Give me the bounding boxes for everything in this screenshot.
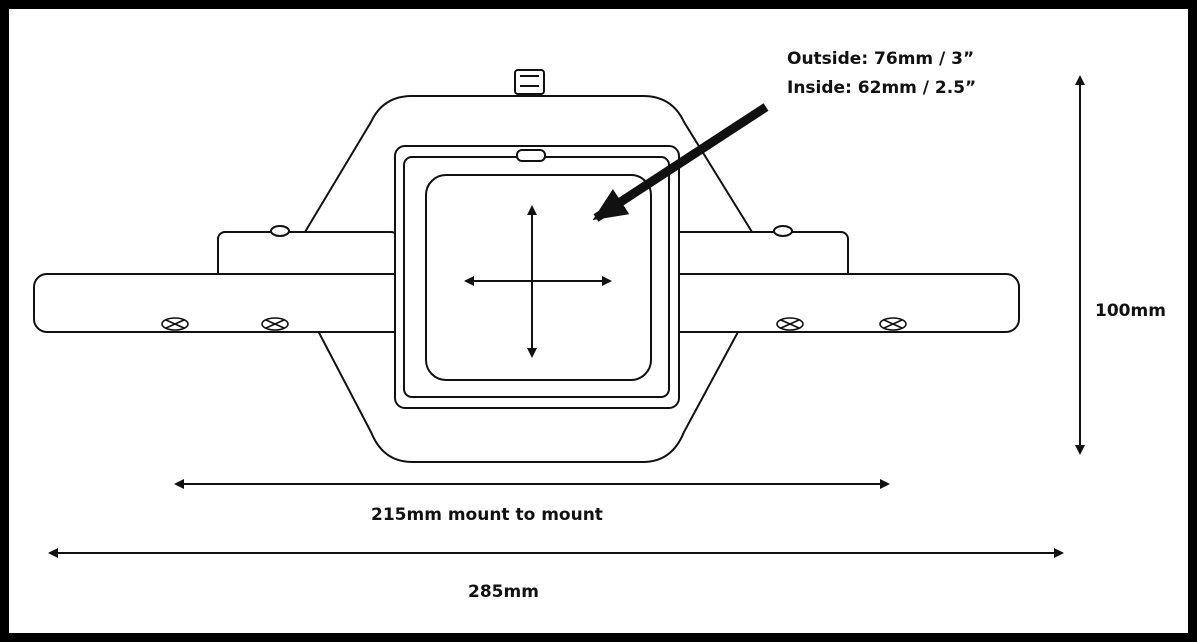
callout-arrow	[592, 103, 769, 222]
mount-holes	[161, 317, 907, 331]
hole-inside-label: Inside: 62mm / 2.5”	[787, 78, 977, 98]
height-label: 100mm	[1095, 301, 1166, 321]
receiver-inner	[425, 174, 652, 381]
receiver-outer	[394, 145, 680, 409]
total-width-label: 285mm	[468, 582, 539, 602]
receiver-cross-arrows	[464, 205, 612, 358]
hole-outside-label: Outside: 76mm / 3”	[787, 49, 975, 69]
mount-width-label: 215mm mount to mount	[371, 505, 603, 525]
top-knob	[514, 69, 545, 95]
